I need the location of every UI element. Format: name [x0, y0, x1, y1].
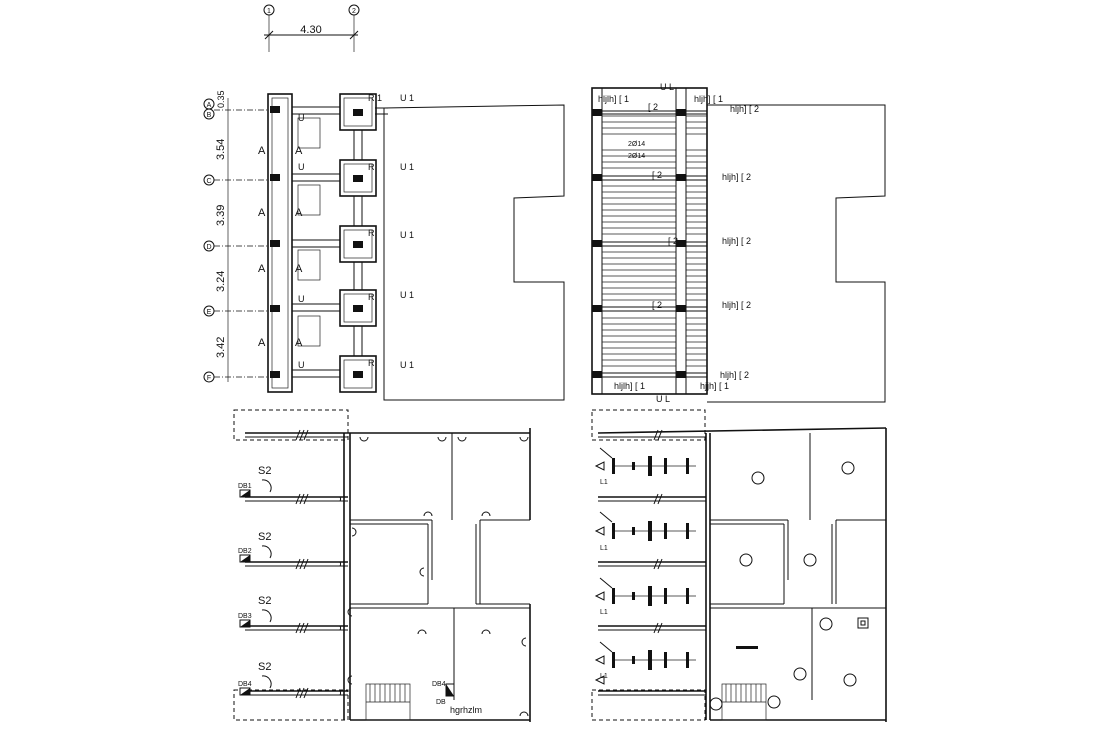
- column-label-4: R: [368, 292, 375, 302]
- db-label-extra-1: DB4: [432, 681, 446, 688]
- plan-1-foundation: A A A A A A A A U U U U R 1 R R R R U 1 …: [258, 93, 565, 401]
- beam-label-4: U 1: [400, 290, 414, 300]
- ceiling-light-2: [841, 461, 855, 475]
- column-label-3: R: [368, 228, 375, 238]
- left-label-4: [ 2: [668, 236, 678, 246]
- section-mark-a-4: A: [295, 207, 303, 219]
- grid-left-a: A: [207, 102, 212, 109]
- grid-left-b: B: [207, 112, 212, 119]
- stair: [365, 683, 411, 721]
- right-label-3: hljh] [ 2: [722, 172, 751, 182]
- ceiling-light-8: [709, 697, 723, 711]
- right-label-1: hljh] [ 1: [694, 94, 723, 104]
- right-label-6: hljh] [ 2: [720, 370, 749, 380]
- left-label-1: hljlh] [ 1: [598, 94, 629, 104]
- wall-ticks-2: [653, 429, 663, 634]
- wall-ticks: [295, 429, 309, 699]
- light-label-4: L1: [600, 673, 608, 680]
- plan3-note: hgrhzlm: [450, 705, 482, 715]
- ceiling-light-5: [819, 617, 833, 631]
- right-label-7: hjjh] [ 1: [700, 381, 729, 391]
- light-label-2: L1: [600, 545, 608, 552]
- right-label-5: hljh] [ 2: [722, 300, 751, 310]
- dim-3-24: 3.24: [215, 271, 227, 292]
- section-mark-a-2: A: [295, 145, 303, 157]
- column-label-5: R: [368, 358, 375, 368]
- left-label-3: [ 2: [652, 170, 662, 180]
- top-dimension: 1 2 4.30: [263, 4, 360, 52]
- grid-top-2: 2: [352, 8, 356, 15]
- beam-label-2: U 1: [400, 162, 414, 172]
- ceiling-light-7: [843, 673, 857, 687]
- ceiling-light-6: [793, 667, 807, 681]
- section-mark-a-5: A: [258, 263, 266, 275]
- light-label-3: L1: [600, 609, 608, 616]
- left-grid: A B C D E F 0.35 3.54 3.39 3.24 3.42: [203, 90, 268, 383]
- ceiling-light-3: [739, 553, 753, 567]
- dim-3-42: 3.42: [215, 337, 227, 358]
- stair-mark-2: U: [298, 162, 305, 172]
- plan-4-lighting-layout: L1 L1 L1 L1: [591, 409, 887, 722]
- fluorescent-light: [736, 646, 758, 649]
- db-label-extra-2: DB: [436, 699, 446, 706]
- grid-top-1: 1: [267, 8, 271, 15]
- light-fixture-rows: [612, 456, 696, 670]
- grid-left-e: E: [207, 309, 212, 316]
- plan-2-beam-layout: U L U L 2Ø14 2Ø14 hljlh] [ 1 [ 2 [ 2 [ 2…: [591, 82, 886, 404]
- rebar-label-2: 2Ø14: [628, 153, 645, 160]
- exhaust-fan: [857, 617, 869, 629]
- stair-mark-4: U: [298, 360, 305, 370]
- dim-3-54: 3.54: [215, 139, 227, 160]
- ceiling-light-9: [767, 695, 781, 709]
- dim-3-39: 3.39: [215, 205, 227, 226]
- grid-left-d: D: [206, 244, 211, 251]
- beam-label-3: U 1: [400, 230, 414, 240]
- grid-left-f: F: [207, 375, 211, 382]
- section-mark-a-1: A: [258, 145, 266, 157]
- row-top-label: R 1: [368, 93, 382, 103]
- left-label-2: [ 2: [648, 102, 658, 112]
- switch-label-1: S2: [258, 465, 271, 477]
- section-mark-a-6: A: [295, 263, 303, 275]
- right-label-4: hljh] [ 2: [722, 236, 751, 246]
- stair-mark-1: U: [298, 113, 305, 123]
- beam-label-1: U 1: [400, 93, 414, 103]
- switch-label-2: S2: [258, 531, 271, 543]
- section-mark-a-8: A: [295, 337, 303, 349]
- rebar-label-1: 2Ø14: [628, 141, 645, 148]
- switch-label-4: S2: [258, 661, 271, 673]
- dim-0-35: 0.35: [216, 90, 226, 108]
- joist-pattern: [602, 115, 707, 367]
- db-label-3: DB3: [238, 613, 252, 620]
- section-mark-a-7: A: [258, 337, 266, 349]
- right-label-2: hljh] [ 2: [730, 104, 759, 114]
- switch-label-3: S2: [258, 595, 271, 607]
- plan2-bottom-label: U L: [656, 394, 670, 404]
- beam-label-5: U 1: [400, 360, 414, 370]
- column-label-2: R: [368, 162, 375, 172]
- plan-3-power-layout: S2 S2 S2 S2 DB1 DB2 DB3 DB4 DB4 DB hgrhz…: [233, 409, 531, 722]
- grid-left-c: C: [206, 178, 211, 185]
- stair-2: [721, 683, 767, 721]
- section-mark-a-3: A: [258, 207, 266, 219]
- db-label-4: DB4: [238, 681, 252, 688]
- db-label-1: DB1: [238, 483, 252, 490]
- ceiling-light-4: [803, 553, 817, 567]
- ceiling-light-1: [751, 471, 765, 485]
- plan2-top-label: U L: [660, 82, 674, 92]
- light-label-1: L1: [600, 479, 608, 486]
- db-label-2: DB2: [238, 548, 252, 555]
- left-label-5: [ 2: [652, 300, 662, 310]
- dimension-4-30: 4.30: [300, 24, 321, 36]
- outlet-symbols: [339, 436, 529, 717]
- stair-mark-3: U: [298, 294, 305, 304]
- left-label-6: hljlh] [ 1: [614, 381, 645, 391]
